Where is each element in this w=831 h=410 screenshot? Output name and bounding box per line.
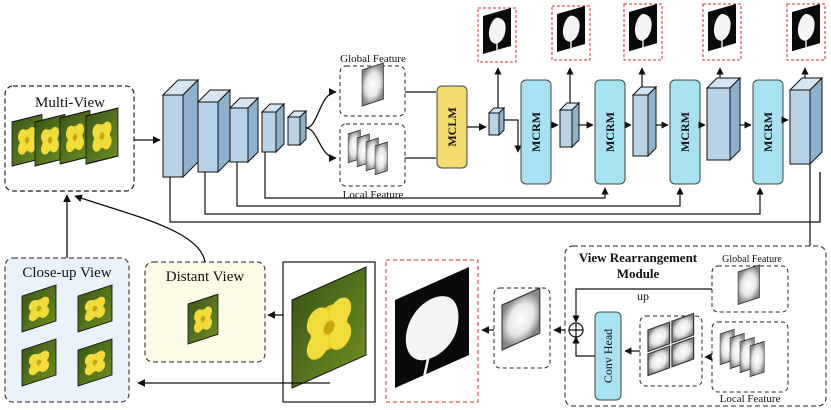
global-feature-vrm-label: Global Feature [722,254,782,265]
side-output-mask-2 [551,5,591,61]
mcrm-label-1: MCRM [529,112,543,152]
rearranged-grid [647,312,695,377]
prediction-mask [395,267,470,389]
up-label: up [637,289,649,303]
decoder-feature-2 [558,101,581,149]
mcrm-block-2 [594,79,626,185]
encoder-stage-3 [228,96,260,164]
skip-connections [169,152,821,223]
local-feature-vrm-label: Local Feature [720,393,781,405]
conv-to-plus-arrow [572,336,595,357]
global-feature-vrm-map [737,264,760,305]
mcrm-block-3 [669,79,701,185]
encoder-stage-4 [260,102,286,154]
mcrm-label-4: MCRM [761,112,775,152]
conv-head-label: Conv Head [601,329,615,383]
local-feature-vrm-maps [719,328,765,378]
distant-view-image [187,293,219,345]
side-output-mask-5 [786,2,826,61]
output-feature-map [501,287,541,351]
local-feature-top-label: Local Feature [343,189,404,201]
close-up-view-tiles [21,284,113,387]
local-feature-top-maps [347,129,388,176]
side-output-mask-4 [702,2,742,61]
decoder-1-to-mcrm [504,119,522,153]
encoder-stage-1 [161,78,200,179]
mcrm-block-4 [752,79,784,185]
multi-view-image-stack [11,107,119,167]
mcrm-block-1 [520,79,552,185]
encoder-stage-2 [196,88,232,174]
mclm-label: MCLM [445,107,459,146]
source-image [291,266,367,389]
vrm-title-line2: Module [617,266,660,281]
decoder-feature-5 [788,76,824,166]
decoder-feature-3 [631,85,658,158]
global-feature-top-map [361,62,384,107]
branch-arrow-global [305,88,337,129]
multi-view-label: Multi-View [35,95,105,111]
side-output-mask-1 [477,7,517,63]
fusion-plus-icon [568,322,584,338]
close-up-view-label: Close-up View [22,265,111,281]
distant-view-label: Distant View [166,269,245,285]
distant-to-multiview-arrow [74,194,206,263]
side-output-mask-3 [623,2,663,61]
decoder-feature-4 [705,76,742,162]
vrm-title-line1: View Rearrangement [579,250,698,265]
encoder-stage-5 [286,109,308,147]
global-up-arrow [572,288,712,323]
global-feature-top-label: Global Feature [340,53,406,65]
mcrm-label-2: MCRM [603,112,617,152]
mcrm-label-3: MCRM [678,112,692,152]
decoder-feature-1 [487,106,506,137]
branch-arrow-local [305,127,337,162]
